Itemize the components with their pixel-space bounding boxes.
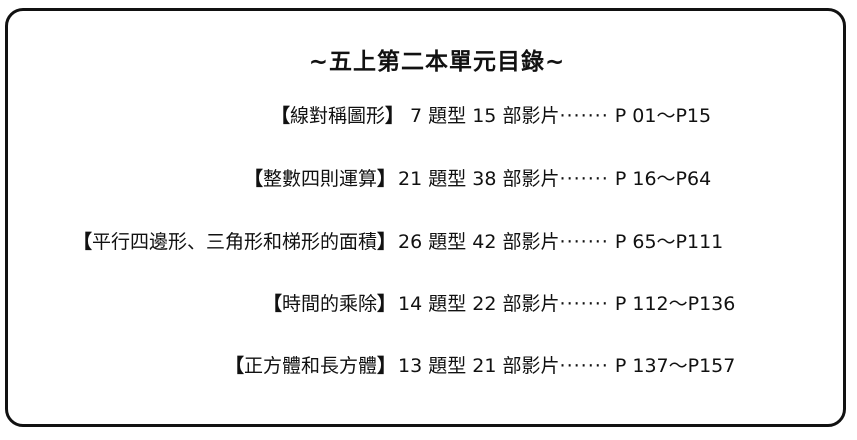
left-bracket: 【 xyxy=(72,231,92,253)
video-unit: 部影片 xyxy=(502,105,560,127)
toc-frame xyxy=(5,8,846,427)
toc-row-5-name-block: 【正方體和長方體】 xyxy=(0,351,396,381)
type-count: 21 xyxy=(398,168,423,190)
page-range: P 112～P136 xyxy=(614,293,736,315)
toc-row-2-detail[interactable]: 21 題型 38 部影片······· P 16～P64 xyxy=(398,164,848,194)
type-unit: 題型 xyxy=(428,105,467,127)
unit-name: 平行四邊形、三角形和梯形的面積 xyxy=(91,231,377,253)
video-unit: 部影片 xyxy=(502,355,560,377)
unit-name: 時間的乘除 xyxy=(281,293,377,315)
video-unit: 部影片 xyxy=(502,293,560,315)
right-bracket: 】 xyxy=(376,168,396,190)
right-bracket: 】 xyxy=(376,355,396,377)
dot-leader: ······· xyxy=(559,355,609,377)
type-unit: 題型 xyxy=(428,355,467,377)
left-bracket: 【 xyxy=(224,355,244,377)
page-range: P 137～P157 xyxy=(614,355,736,377)
type-count: 26 xyxy=(398,231,423,253)
video-count: 42 xyxy=(472,231,497,253)
video-count: 15 xyxy=(472,105,497,127)
right-bracket: 】 xyxy=(376,231,396,253)
page-range: P 65～P111 xyxy=(614,231,724,253)
left-bracket: 【 xyxy=(262,293,282,315)
page-title: ~五上第二本單元目錄~ xyxy=(308,49,566,75)
video-count: 21 xyxy=(472,355,497,377)
video-unit: 部影片 xyxy=(502,231,560,253)
toc-row-3-detail[interactable]: 26 題型 42 部影片······· P 65～P111 xyxy=(398,227,848,257)
toc-row-3-name-block: 【平行四邊形、三角形和梯形的面積】 xyxy=(0,227,396,257)
toc-row-1-detail[interactable]: 7 題型 15 部影片······· P 01～P15 xyxy=(410,101,850,131)
toc-row-4-name-block: 【時間的乘除】 xyxy=(0,289,396,319)
type-count: 7 xyxy=(410,105,423,127)
toc-row-1-name-block: 【線對稱圖形】 xyxy=(0,101,404,131)
unit-name: 整數四則運算 xyxy=(262,168,377,190)
type-unit: 題型 xyxy=(428,231,467,253)
type-count: 13 xyxy=(398,355,423,377)
type-unit: 題型 xyxy=(428,293,467,315)
left-bracket: 【 xyxy=(243,168,263,190)
unit-name: 正方體和長方體 xyxy=(243,355,377,377)
left-bracket: 【 xyxy=(270,105,290,127)
toc-row-2-name-block: 【整數四則運算】 xyxy=(0,164,396,194)
dot-leader: ······· xyxy=(559,293,609,315)
right-bracket: 】 xyxy=(376,293,396,315)
toc-row-4-detail[interactable]: 14 題型 22 部影片······· P 112～P136 xyxy=(398,289,848,319)
type-unit: 題型 xyxy=(428,168,467,190)
dot-leader: ······· xyxy=(559,168,609,190)
video-unit: 部影片 xyxy=(502,168,560,190)
video-count: 22 xyxy=(472,293,497,315)
right-bracket: 】 xyxy=(384,105,404,127)
type-count: 14 xyxy=(398,293,423,315)
page-range: P 01～P15 xyxy=(614,105,712,127)
video-count: 38 xyxy=(472,168,497,190)
page-range: P 16～P64 xyxy=(614,168,712,190)
dot-leader: ······· xyxy=(559,105,609,127)
dot-leader: ······· xyxy=(559,231,609,253)
unit-name: 線對稱圖形 xyxy=(289,105,385,127)
toc-row-5-detail[interactable]: 13 題型 21 部影片······· P 137～P157 xyxy=(398,351,848,381)
